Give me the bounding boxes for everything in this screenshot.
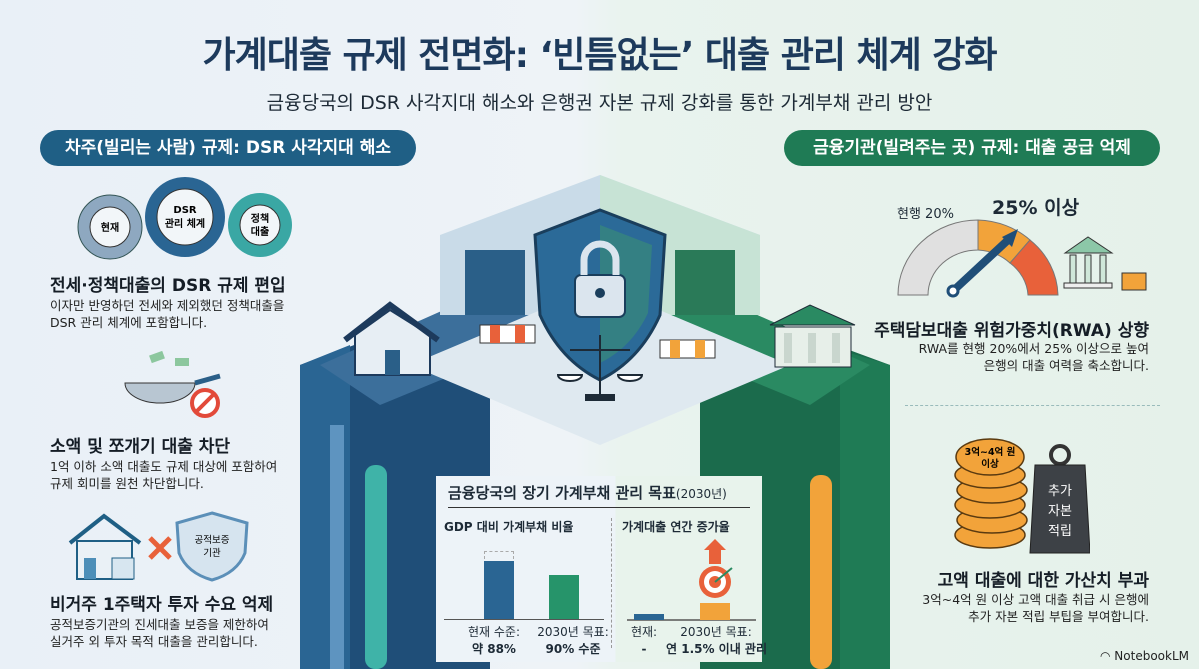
coins-weight-icon: 3억~4억 원 이상 추가 자본 적립 [954, 438, 1090, 554]
gear-dsr [145, 177, 225, 257]
item-desc-line: 1억 이하 소액 대출도 규제 대상에 포함하여 [50, 459, 278, 474]
rwa-gauge [897, 219, 1147, 298]
item-desc-line: RWA를 현행 20%에서 25% 이상으로 높여 [918, 341, 1149, 356]
item-desc-line: 추가 자본 적립 부팁을 부여합니다. [968, 609, 1149, 624]
coin-stack-icon [954, 438, 1028, 549]
label-value: 90% 수준 [545, 642, 601, 656]
capital-block [1121, 272, 1147, 291]
label-line: 2030년 목표: [537, 625, 609, 639]
gear-label-dsr: DSR [173, 205, 197, 216]
gauge-needle [950, 237, 1011, 294]
item-desc-line: 3억~4억 원 이상 고액 대출 취급 시 은행에 [922, 592, 1149, 607]
gdp-current-label: 현재 수준: 약 88% [454, 624, 534, 658]
item-desc-line: 이자만 반영하던 전세와 제외했던 정책대출을 [50, 298, 285, 313]
goal-title-year: (2030년) [675, 487, 727, 501]
shield-label-line: 기관 [203, 548, 221, 559]
title-divider [448, 507, 750, 508]
bar-target-gdp [549, 575, 579, 619]
road-barrier-right [659, 339, 716, 359]
shield-lock-icon [533, 208, 667, 382]
bank-icon [1063, 236, 1114, 289]
item-title-rwa: 주택담보대출 위험가중치(RWA) 상향 [874, 321, 1149, 341]
bar-current-gdp [484, 561, 514, 619]
bar-target-growth [700, 603, 730, 620]
shield-label-line: 공적보증 [195, 534, 230, 546]
gdp-bar-area [444, 546, 604, 620]
road-barrier-left [479, 324, 536, 344]
borrower-regulation-header: 차주(빌리는 사람) 규제: DSR 사각지대 해소 [40, 130, 416, 166]
gear-label-current: 현재 [101, 221, 119, 234]
institution-regulation-header: 금융기관(빌려주는 곳) 규제: 대출 공급 억제 [784, 130, 1160, 166]
weight-label-line: 추가 [1048, 484, 1072, 499]
central-building-illustration [300, 175, 890, 669]
label-line: 2030년 목표: [680, 625, 752, 639]
item-title-non-resident: 비거주 1주택자 투자 수요 억제 [50, 595, 274, 615]
item-title-high-loan: 고액 대출에 대한 가산치 부과 [937, 571, 1149, 591]
item-title-dsr-inclusion: 전세·정책대출의 DSR 규제 편입 [50, 276, 286, 296]
watermark-text: NotebookLM [1114, 649, 1189, 663]
blue-pillar [300, 285, 550, 669]
gear-label-management: 관리 체계 [165, 217, 205, 230]
notebooklm-logo-icon: ◠ [1100, 649, 1115, 663]
growth-current-label: 현재: - [624, 624, 664, 658]
gear-label-loan: 대출 [251, 225, 269, 238]
item-desc-line: 실거주 외 투자 목적 대출을 관리합니다. [50, 634, 258, 649]
page-title: 가계대출 규제 전면화: ‘빈틈없는’ 대출 관리 체계 강화 [202, 35, 997, 76]
notebooklm-watermark: ◠ NotebookLM [1100, 649, 1189, 663]
weight-label-line: 적립 [1048, 524, 1072, 539]
cross-icon [148, 536, 172, 560]
bank-building-icon [769, 304, 856, 368]
shield-icon [175, 511, 249, 582]
growth-rate-title: 가계대출 연간 증가율 [622, 520, 730, 534]
scales-icon [556, 335, 644, 401]
label-value: 연 1.5% 이내 관리 [666, 642, 768, 656]
gdp-ratio-title: GDP 대비 가계부채 비율 [444, 520, 574, 534]
label-line: 현재 수준: [467, 625, 521, 639]
gear-current [77, 194, 143, 260]
gear-label-policy: 정책 [251, 212, 269, 225]
column-divider [611, 518, 612, 648]
house-icon [343, 301, 440, 376]
item-desc-line: DSR 관리 체계에 포함합니다. [50, 315, 208, 330]
weight-label-line: 자본 [1048, 504, 1072, 519]
house-icon [68, 513, 142, 580]
long-term-goal-panel: 금융당국의 장기 가계부채 관리 목표(2030년) GDP 대비 가계부채 비… [436, 476, 767, 662]
bar-current-growth [634, 614, 664, 620]
item-desc-line: 은행의 대출 여력을 축소합니다. [983, 358, 1149, 373]
gauge-target-label: 25% 이상 [992, 197, 1080, 219]
gdp-target-label: 2030년 목표: 90% 수준 [528, 624, 618, 658]
goal-title-text: 금융당국의 장기 가계부채 관리 목표 [448, 484, 676, 502]
label-value: - [641, 642, 647, 656]
gear-policy-loan [228, 193, 292, 257]
section-divider [905, 405, 1160, 406]
sieve-money-ban-icon [124, 350, 221, 418]
label-line: 현재: [630, 625, 658, 639]
gauge-current-label: 현행 20% [897, 207, 954, 222]
gears-diagram: 현재 DSR 관리 체계 정책 대출 [77, 177, 292, 260]
item-title-small-loans: 소액 및 쪼개기 대출 차단 [50, 437, 231, 457]
growth-target-icon [627, 539, 756, 621]
weight-icon [1029, 444, 1090, 554]
coin-label-line: 3억~4억 원 [965, 446, 1016, 458]
item-desc-line: 규제 회미를 원천 차단합니다. [50, 476, 204, 491]
growth-target-label: 2030년 목표: 연 1.5% 이내 관리 [666, 624, 768, 658]
item-desc-line: 공적보증기관의 진세대출 보증을 제한하여 [50, 617, 269, 632]
goal-panel-title: 금융당국의 장기 가계부채 관리 목표(2030년) [448, 482, 727, 503]
coin-label-line: 이상 [981, 458, 999, 470]
label-value: 약 88% [472, 642, 516, 656]
house-guarantee-icons: 공적보증 기관 [68, 511, 249, 582]
page-subtitle: 금융당국의 DSR 사각지대 해소와 은행권 자본 규제 강화를 통한 가계부채… [266, 92, 933, 114]
